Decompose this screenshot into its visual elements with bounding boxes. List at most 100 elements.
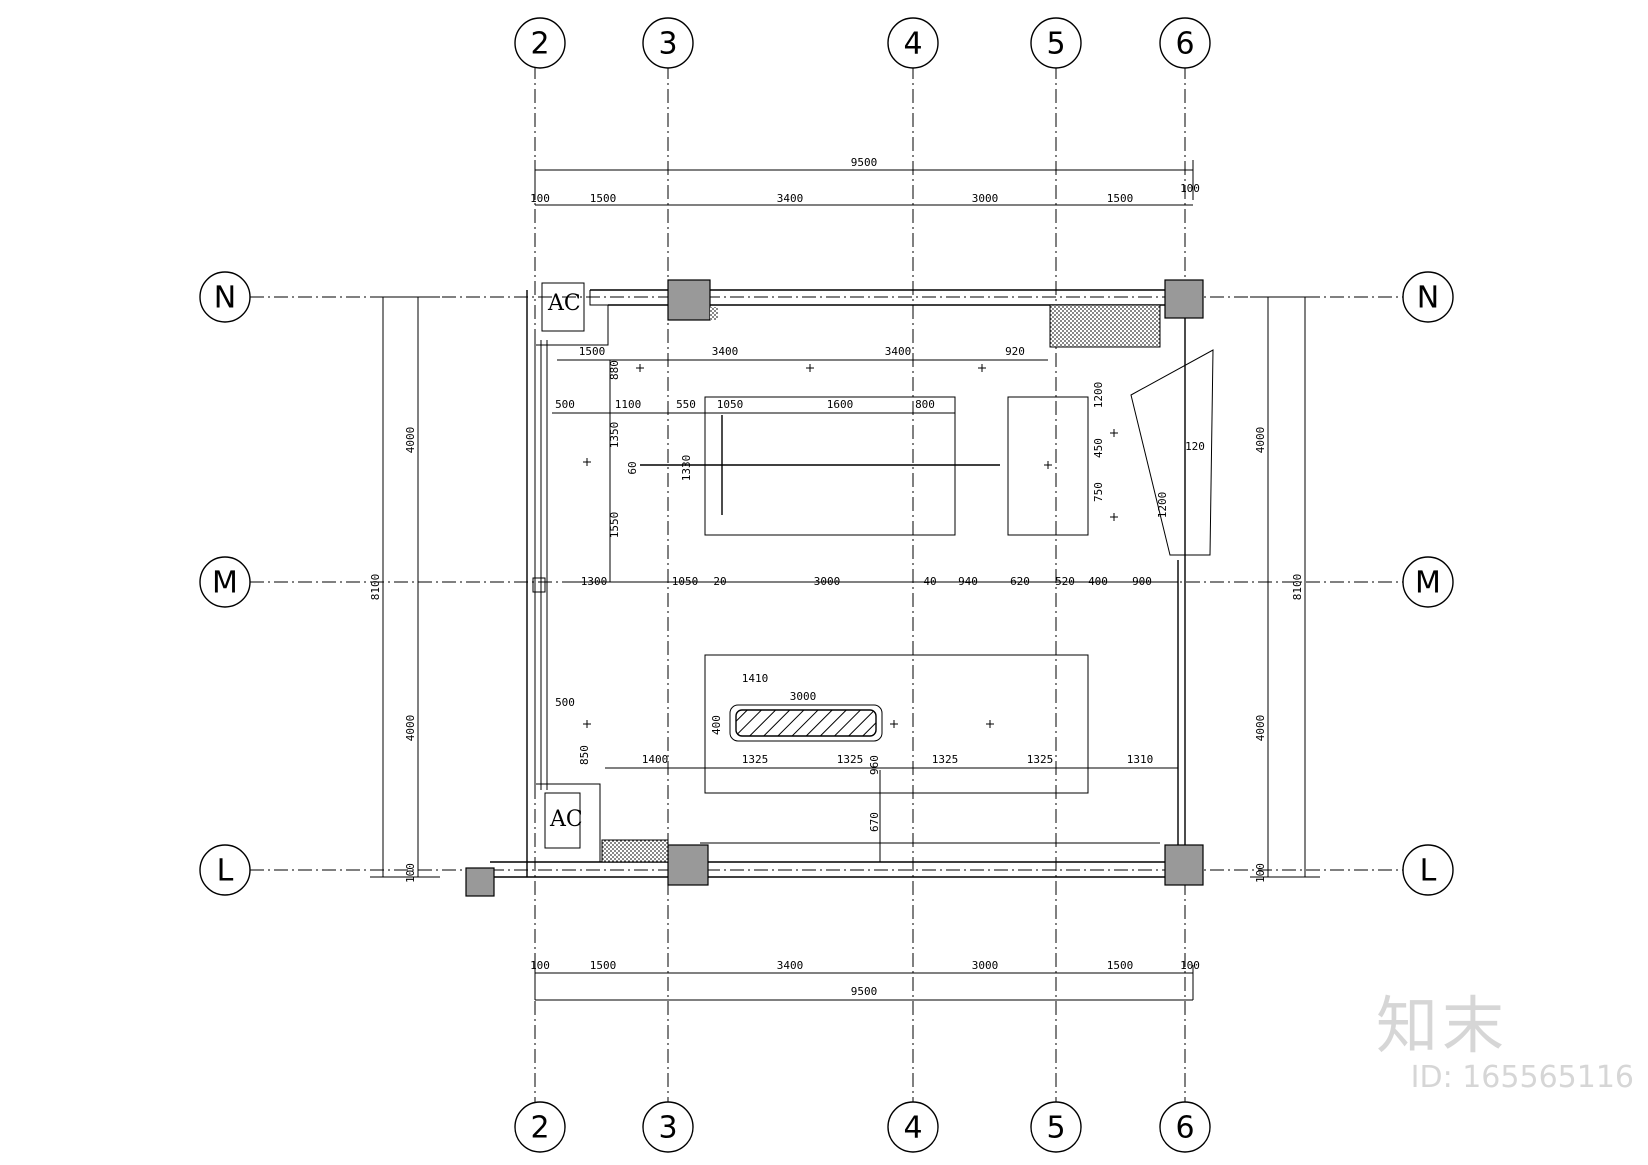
dim-int-v-2: 1350 xyxy=(608,422,621,449)
dim-int-lc-6: 1310 xyxy=(1127,753,1154,766)
bubble-bottom-6-label: 6 xyxy=(1175,1111,1194,1146)
dim-int-mid-3: 20 xyxy=(713,575,726,588)
ceiling-panel-upper xyxy=(704,396,956,536)
dim-int-lc-4: 1325 xyxy=(932,753,959,766)
interior-dimension-labels: 1500 3400 3400 920 500 1100 550 1050 160… xyxy=(555,345,1205,832)
left-dimension-chains: 8100 4000 4000 100 xyxy=(369,296,440,883)
dim-int-mid-10: 900 xyxy=(1132,575,1152,588)
hatch-bottom-left xyxy=(601,839,669,863)
bubble-right-M xyxy=(1402,556,1454,608)
structural-columns xyxy=(465,279,1204,897)
dim-int-lower-5: 850 xyxy=(578,745,591,765)
bubble-top-3-label: 3 xyxy=(658,27,677,62)
dim-left-1: 4000 xyxy=(404,427,417,454)
bottom-dimension-chains: 100 1500 3400 3000 1500 100 9500 xyxy=(530,959,1200,1001)
bubble-top-4 xyxy=(887,17,939,69)
dim-int-right-2: 450 xyxy=(1092,438,1105,458)
top-dimension-chains: 9500 100 1500 3400 3000 1500 100 xyxy=(530,156,1200,206)
dim-bottom-overall: 9500 xyxy=(851,985,878,998)
slanted-display-wall xyxy=(1130,349,1214,556)
ac-unit-bottom xyxy=(544,792,581,849)
bubble-left-M-label: M xyxy=(212,566,238,601)
dim-int-mid-5: 40 xyxy=(923,575,936,588)
dim-int-r1-2: 3400 xyxy=(712,345,739,358)
column-l3 xyxy=(667,844,709,886)
bubble-left-M xyxy=(199,556,251,608)
bubble-top-2 xyxy=(514,17,566,69)
bubble-bottom-5-label: 5 xyxy=(1046,1111,1065,1146)
dim-int-mid-2: 1050 xyxy=(672,575,699,588)
dim-top-overall: 9500 xyxy=(851,156,878,169)
bubble-bottom-6 xyxy=(1159,1101,1211,1153)
dim-int-v-3: 1550 xyxy=(608,512,621,539)
dim-right-1: 4000 xyxy=(1254,427,1267,454)
dim-right-3: 100 xyxy=(1254,863,1267,883)
bubble-top-2-label: 2 xyxy=(530,27,549,62)
dim-int-r2-2: 1100 xyxy=(615,398,642,411)
dim-int-right-3: 750 xyxy=(1092,482,1105,502)
bubble-bottom-2-label: 2 xyxy=(530,1111,549,1146)
column-n3 xyxy=(667,279,711,321)
dim-top-6: 100 xyxy=(1180,182,1200,195)
bubble-top-6 xyxy=(1159,17,1211,69)
watermark-logo: 知末 xyxy=(1375,989,1508,1062)
bubble-right-N xyxy=(1402,271,1454,323)
ceiling-fixtures xyxy=(552,359,1178,862)
dim-top-2: 1500 xyxy=(590,192,617,205)
dim-int-lower-2: 3000 xyxy=(790,690,817,703)
dim-bottom-3: 3400 xyxy=(777,959,804,972)
dim-int-mid-1: 1300 xyxy=(581,575,608,588)
bubble-bottom-4 xyxy=(887,1101,939,1153)
ceiling-panel-right xyxy=(1007,396,1089,536)
dim-left-3: 100 xyxy=(404,863,417,883)
ceiling-panel-lower xyxy=(704,654,1089,794)
watermark-id: ID: 165565116 xyxy=(1410,1060,1634,1095)
dim-int-r2-6: 800 xyxy=(915,398,935,411)
dim-bottom-6: 100 xyxy=(1180,959,1200,972)
dim-int-r1-3: 3400 xyxy=(885,345,912,358)
dim-int-lc-1: 1400 xyxy=(642,753,669,766)
dim-int-mid-9: 400 xyxy=(1088,575,1108,588)
dim-int-lower-4: 500 xyxy=(555,696,575,709)
column-l6 xyxy=(1164,844,1204,886)
dim-int-v-5: 1330 xyxy=(680,455,693,482)
bubble-right-L-label: L xyxy=(1420,854,1437,889)
bubble-left-L xyxy=(199,844,251,896)
dim-top-4: 3000 xyxy=(972,192,999,205)
dim-top-3: 3400 xyxy=(777,192,804,205)
bubble-left-L-label: L xyxy=(217,854,234,889)
axis-grid xyxy=(250,65,1405,1105)
dim-bottom-5: 1500 xyxy=(1107,959,1134,972)
light-symbols xyxy=(583,364,1118,728)
bubble-top-4-label: 4 xyxy=(903,27,922,62)
bubble-top-5 xyxy=(1030,17,1082,69)
bubble-left-N xyxy=(199,271,251,323)
dim-int-mid-4: 3000 xyxy=(814,575,841,588)
bubble-top-6-label: 6 xyxy=(1175,27,1194,62)
dim-int-r2-3: 550 xyxy=(676,398,696,411)
dim-right-2: 4000 xyxy=(1254,715,1267,742)
bubble-bottom-4-label: 4 xyxy=(903,1111,922,1146)
dim-int-lower-3: 400 xyxy=(710,715,723,735)
dim-int-r2-5: 1600 xyxy=(827,398,854,411)
dim-int-lc-5: 1325 xyxy=(1027,753,1054,766)
column-l-left xyxy=(465,867,495,897)
dim-int-v-1: 880 xyxy=(608,360,621,380)
dim-int-lc-3: 1325 xyxy=(837,753,864,766)
dim-int-v-4: 60 xyxy=(626,461,639,474)
ac-label-bottom: AC xyxy=(549,807,583,832)
dim-int-mid-8: 520 xyxy=(1055,575,1075,588)
dim-int-r2-1: 500 xyxy=(555,398,575,411)
dim-top-5: 1500 xyxy=(1107,192,1134,205)
bubble-top-5-label: 5 xyxy=(1046,27,1065,62)
dim-int-mid-7: 620 xyxy=(1010,575,1030,588)
dim-int-lc-2: 1325 xyxy=(742,753,769,766)
dim-int-mid-6: 940 xyxy=(958,575,978,588)
column-n6 xyxy=(1164,279,1204,319)
dim-int-lv-1: 960 xyxy=(868,755,881,775)
hatched-areas xyxy=(601,304,1161,863)
hatched-light-box xyxy=(735,709,877,737)
dim-int-r1-1: 1500 xyxy=(579,345,606,358)
bubble-bottom-5 xyxy=(1030,1101,1082,1153)
dim-left-overall: 8100 xyxy=(369,574,382,601)
